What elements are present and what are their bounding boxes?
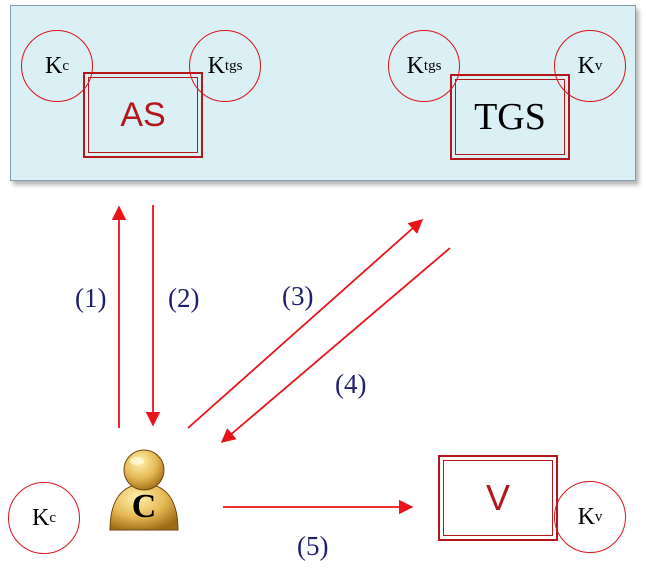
arrow-3 bbox=[187, 219, 424, 429]
step-2-label: (2) bbox=[168, 283, 200, 313]
verifier-box: V bbox=[438, 455, 558, 541]
step-1-label: (1) bbox=[75, 283, 107, 313]
step-4-label: (4) bbox=[335, 369, 367, 399]
step-3-label: (3) bbox=[282, 281, 314, 311]
as-label: AS bbox=[120, 95, 166, 134]
arrow-4 bbox=[220, 247, 451, 443]
tgs-label: TGS bbox=[474, 96, 546, 138]
verifier-label: V bbox=[485, 477, 510, 518]
user-icon bbox=[109, 449, 179, 531]
step-5-label: (5) bbox=[297, 531, 329, 561]
as-server-box: AS bbox=[83, 72, 203, 158]
client-label: C bbox=[131, 488, 157, 525]
kdc-panel bbox=[10, 5, 636, 181]
tgs-server-box: TGS bbox=[450, 74, 570, 160]
